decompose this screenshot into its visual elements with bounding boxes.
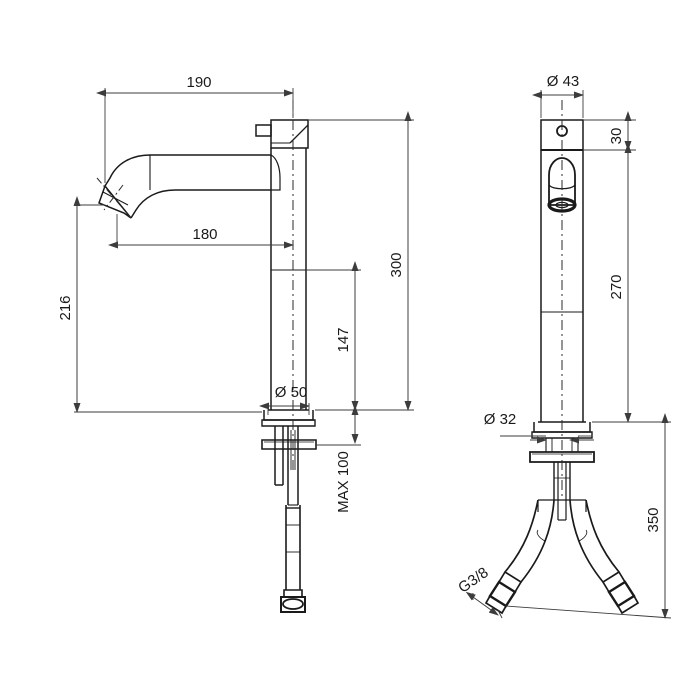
dimension-350-label: 350 [645,507,662,532]
dimension-300-label: 300 [388,252,405,277]
dimension-350: 350 [645,413,669,619]
view-side-elevation [96,100,317,613]
dimension-diameter-43-label: Ø 43 [547,73,580,90]
handle-lever-side [255,124,272,137]
body-column-side [270,148,307,410]
flex-hose-right-front [569,499,640,615]
dimension-216: 216 [57,196,81,413]
dimension-147-label: 147 [335,327,352,352]
mounting-shank-side [261,426,317,506]
dimension-270-label: 270 [608,274,625,299]
dimension-270: 270 [608,143,632,423]
dimension-300: 300 [388,111,412,411]
dimension-147: 147 [335,261,359,411]
dimension-diameter-43: Ø 43 [532,73,584,99]
dimensions-front-elevation: Ø 43 30 270 Ø 32 350 G3/8 [455,73,672,619]
dimension-216-label: 216 [57,295,74,320]
spout-tip-centerline [96,177,132,219]
dimension-190: 190 [96,74,294,97]
dimension-diameter-50: Ø 50 [259,384,310,410]
flex-hose-side [280,505,306,613]
spout-side [104,154,281,219]
spout-tip-side [98,184,132,219]
dimension-max-100: MAX 100 [335,405,359,513]
base-flange-side [261,409,316,427]
center-tube-front [553,462,571,521]
dimension-180-label: 180 [192,226,217,243]
dimension-30-label: 30 [608,128,625,145]
dimension-diameter-50-label: Ø 50 [275,384,308,401]
dimensions-side-elevation: 190 180 300 216 147 MAX 100 [57,74,414,513]
dimension-180: 180 [108,226,294,249]
body-column-front [540,150,584,422]
dimension-190-label: 190 [186,74,211,91]
dimension-diameter-32: Ø 32 [484,411,594,444]
dimension-max-100-label: MAX 100 [335,451,352,513]
dimension-diameter-32-label: Ø 32 [484,411,517,428]
